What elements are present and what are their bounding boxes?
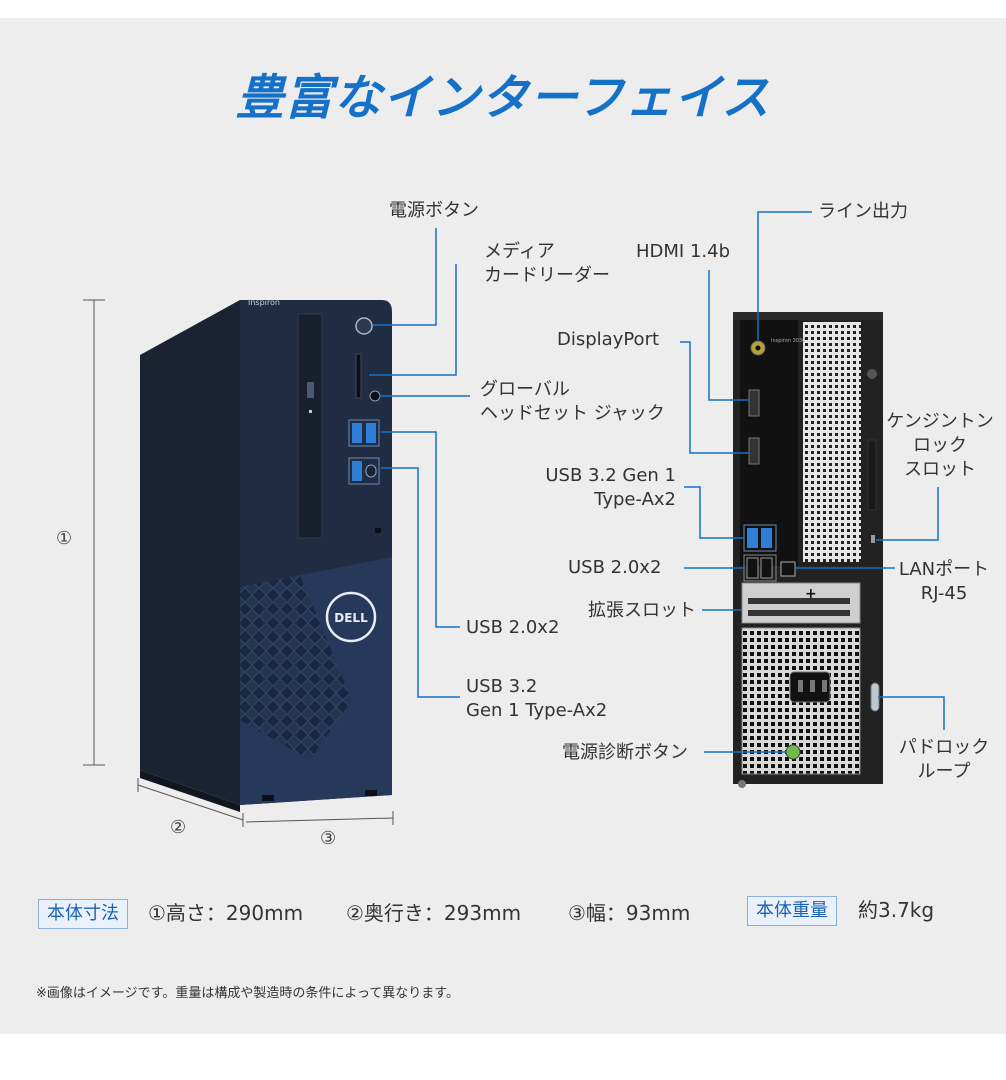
front-grill [240,575,352,760]
dell-logo [325,591,377,643]
label-kensington: ケンジントン ロック スロット [886,410,994,482]
label-line: ロック [913,435,967,456]
label-hdmi: HDMI 1.4b [636,241,731,262]
dimension-marker-width: ③ [320,828,337,849]
label-headset-jack: グローバル ヘッドセット ジャック [480,378,665,426]
rear-view: Inspiron 3030 + [733,312,883,788]
label-line: ヘッドセット ジャック [480,403,665,424]
label-line: パドロック [898,737,990,758]
label-rear-usb32: USB 3.2 Gen 1 Type-Ax2 [520,464,676,512]
svg-text:+: + [805,586,817,602]
label-rear-usb20: USB 2.0x2 [568,557,662,578]
front-view: DELL Inspiron [140,298,392,812]
label-line: スロット [904,459,976,480]
label-padlock: パドロック ループ [896,736,992,784]
front-side-panel [140,300,240,805]
label-front-usb32: USB 3.2 Gen 1 Type-Ax2 [466,675,607,723]
weight-tag: 本体重量 [747,896,837,926]
label-line: Type-Ax2 [594,489,676,510]
label-line: RJ-45 [920,583,968,604]
label-line: ケンジントン [886,411,994,432]
label-line: ループ [917,761,971,782]
size-tag: 本体寸法 [38,899,128,929]
dimension-marker-depth: ② [170,817,187,838]
label-power-button: 電源ボタン [389,200,479,221]
spec-depth: ②奥行き：293mm [346,901,522,925]
label-line: LANポート [898,559,990,580]
label-line: メディア [484,241,555,262]
front-model-text: Inspiron [248,298,280,307]
spec-height: ①高さ：290mm [148,901,304,925]
dimension-lines [83,299,394,827]
spec-weight: 約3.7kg [858,898,935,922]
disclaimer-note: ※画像はイメージです。重量は構成や製造時の条件によって異なります。 [36,986,459,1001]
label-power-diag: 電源診断ボタン [562,742,688,763]
label-line: USB 3.2 Gen 1 [545,465,676,486]
dimension-marker-height: ① [56,528,73,549]
callout-lines [369,211,945,753]
spec-width: ③幅：93mm [568,901,691,925]
rear-model-text: Inspiron 3030 [771,338,805,344]
label-line: グローバル [480,379,570,400]
label-line-out: ライン出力 [818,201,908,222]
page-title: 豊富なインターフェイス [235,70,771,126]
label-line: カードリーダー [484,265,610,286]
rear-power-diag-graphic [785,744,801,760]
label-lan: LANポート RJ-45 [896,558,992,606]
label-displayport: DisplayPort [557,329,660,350]
label-line: Gen 1 Type-Ax2 [466,700,608,721]
label-expansion-slot: 拡張スロット [588,600,696,621]
label-front-usb20: USB 2.0x2 [466,617,560,638]
label-media-card-reader: メディア カードリーダー [484,240,610,288]
dell-logo-text: DELL [334,611,368,625]
power-button-graphic [355,317,373,335]
label-line: USB 3.2 [466,676,538,697]
